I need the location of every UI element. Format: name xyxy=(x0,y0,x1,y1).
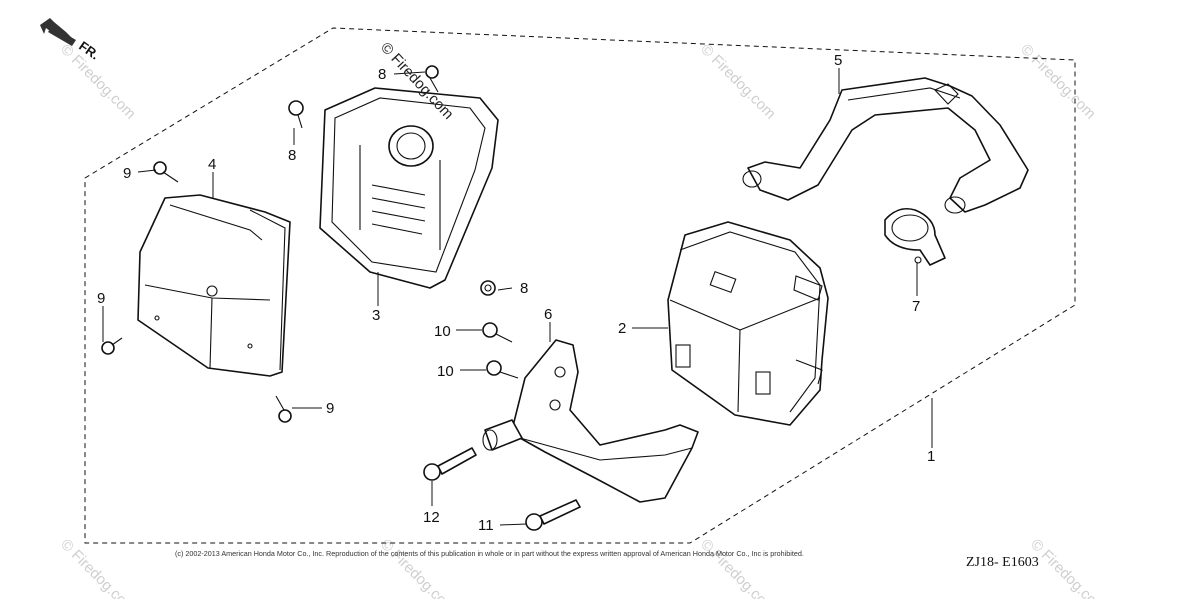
muffler xyxy=(667,221,829,426)
callout-4: 4 xyxy=(208,156,216,173)
watermark-text: © Firedog.com xyxy=(377,536,459,599)
callout-5: 5 xyxy=(834,52,842,69)
bolt-12 xyxy=(423,447,477,481)
muffler-protector xyxy=(137,194,291,377)
assembly-boundary xyxy=(84,27,1076,544)
callout-8: 8 xyxy=(378,66,386,83)
callout-8: 8 xyxy=(288,147,296,164)
diagram-code: ZJ18- E1603 xyxy=(966,555,1039,570)
callout-12: 12 xyxy=(423,509,440,526)
muffler-cover xyxy=(319,87,499,289)
callout-2: 2 xyxy=(618,320,626,337)
callout-9: 9 xyxy=(123,165,131,182)
watermark-text: © Firedog.com xyxy=(1017,41,1099,123)
callout-3: 3 xyxy=(372,307,380,324)
exhaust-pipe xyxy=(742,77,1029,214)
bolt-10b xyxy=(486,360,519,379)
collar-spacer xyxy=(482,419,523,451)
callout-10: 10 xyxy=(437,363,454,380)
bolt-9a xyxy=(153,161,179,183)
flange-bolt-8a xyxy=(425,65,439,93)
watermark-text: © Firedog.com xyxy=(697,41,779,123)
watermark-text: © Firedog.com xyxy=(1027,536,1109,599)
bolt-9b xyxy=(101,337,123,355)
flange-bolts xyxy=(101,65,581,531)
leader-lines xyxy=(102,68,933,526)
bolt-9c xyxy=(275,395,292,423)
callout-7: 7 xyxy=(912,298,920,315)
callout-9: 9 xyxy=(97,290,105,307)
watermark-text: © Firedog.com xyxy=(697,536,779,599)
copyright-notice: (c) 2002-2013 American Honda Motor Co., … xyxy=(175,549,804,558)
flange-bolt-8b xyxy=(288,100,304,129)
callout-9: 9 xyxy=(326,400,334,417)
flange-nut-8c xyxy=(480,280,496,296)
pipe-clamp xyxy=(884,207,946,266)
callout-8: 8 xyxy=(520,280,528,297)
callout-1: 1 xyxy=(927,448,935,465)
callout-11: 11 xyxy=(478,517,494,534)
watermark-text: © Firedog.com xyxy=(57,536,139,599)
bolt-10a xyxy=(482,322,513,343)
muffler-bracket xyxy=(511,339,699,503)
bolt-11 xyxy=(525,499,581,531)
callout-labels: 1 2 3 4 5 6 7 8 8 8 9 9 9 10 10 11 12 xyxy=(97,52,935,534)
callout-10: 10 xyxy=(434,323,451,340)
callout-6: 6 xyxy=(544,306,552,323)
